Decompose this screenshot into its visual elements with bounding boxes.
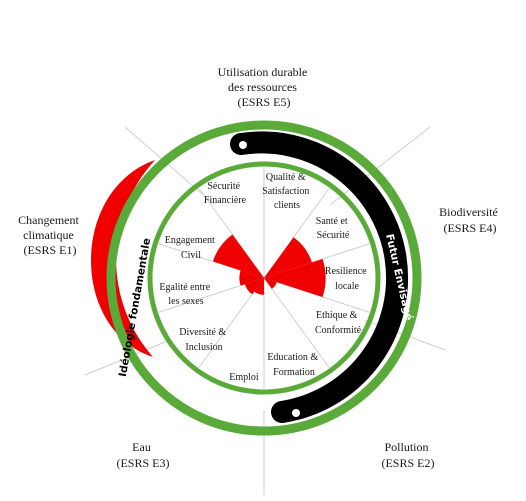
segment-label-egalite: Egalité entre les sexes <box>159 282 212 307</box>
score-sector <box>254 278 264 295</box>
snake-eye-top <box>239 141 247 149</box>
score-sector <box>264 237 312 278</box>
outer-label-bottom-left: Eau (ESRS E3) <box>116 440 169 470</box>
segment-divider <box>263 277 331 369</box>
outer-green-ring <box>106 120 422 436</box>
outer-label-right: Biodiversité (ESRS E4) <box>439 205 501 235</box>
score-sector <box>244 278 264 295</box>
score-sectors <box>212 234 326 298</box>
segment-divider <box>197 187 265 279</box>
spoke-top-left <box>124 126 216 206</box>
inner-green-ring <box>147 161 381 395</box>
score-sector <box>264 278 277 289</box>
score-sector <box>264 258 326 298</box>
black-snake-band <box>230 131 409 423</box>
segment-label-sante: Santé et Sécurité <box>316 216 350 241</box>
score-sector <box>212 234 264 278</box>
segment-label-diversite: Diversité & Inclusion <box>179 327 228 353</box>
outer-label-left: Changement climatique (ESRS E1) <box>18 213 82 257</box>
segment-label-resilience: Resilience locale <box>325 266 369 292</box>
spoke-bottom-left <box>84 339 171 376</box>
segment-divider <box>157 242 265 279</box>
segment-labels: Qualité & Satisfaction clients Santé et … <box>159 172 369 383</box>
segment-label-securite-financiere: Sécurité Financière <box>204 181 247 206</box>
outer-label-top: Utilisation durable des ressources (ESRS… <box>218 65 311 109</box>
red-crescent <box>90 160 155 357</box>
snake-eye-bottom <box>292 409 300 417</box>
segment-label-emploi: Emploi <box>229 372 259 383</box>
segment-label-qualite: Qualité & Satisfaction clients <box>262 172 312 211</box>
segment-divider <box>263 187 331 279</box>
segment-label-education: Education & Formation <box>267 352 320 378</box>
segment-label-engagement: Engagement Civil <box>165 235 217 261</box>
score-sector <box>239 270 264 286</box>
segment-divider <box>157 277 265 314</box>
outer-label-bottom-right: Pollution (ESRS E2) <box>381 440 434 470</box>
segment-label-ethique: Ethique & Conformité <box>315 310 362 336</box>
spoke-top-right <box>329 126 431 206</box>
segment-divider <box>197 277 265 369</box>
